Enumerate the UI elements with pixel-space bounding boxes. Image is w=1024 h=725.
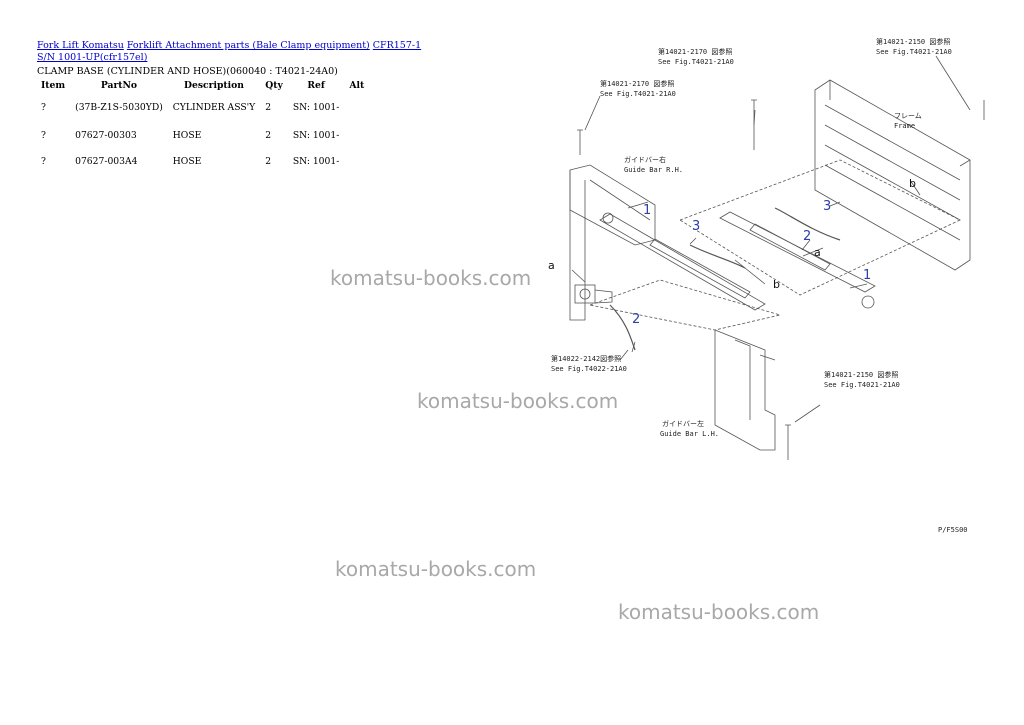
column-header-description: Description xyxy=(184,80,244,91)
cell-partno: 07627-003A4 xyxy=(75,155,138,167)
cell-ref: SN: 1001- xyxy=(292,129,340,141)
table-row: ? 07627-003A4 HOSE 2 SN: 1001- xyxy=(36,148,369,174)
watermark: komatsu-books.com xyxy=(618,600,820,624)
cell-description: HOSE xyxy=(172,129,202,141)
cell-qty: 2 xyxy=(265,102,272,113)
callout-b-left: b xyxy=(773,278,780,291)
cell-qty: 2 xyxy=(265,155,272,167)
page-title: CLAMP BASE (CYLINDER AND HOSE)(060040 : … xyxy=(37,66,338,77)
column-header-partno: PartNo xyxy=(100,80,138,91)
guide-bar-lh-label-en: Guide Bar L.H. xyxy=(660,430,719,438)
callout-2-left: 2 xyxy=(632,312,640,327)
ref-label-2150-en-bottom: See Fig.T4021-21A0 xyxy=(824,381,900,389)
column-header-alt: Alt xyxy=(349,80,365,91)
cell-partno: (37B-Z1S-5030YD) xyxy=(75,102,163,113)
ref-label-2150-en-top: See Fig.T4021-21A0 xyxy=(876,48,952,56)
parts-table: Item PartNo Description Qty Ref Alt ? (3… xyxy=(36,78,369,174)
ref-label-2150-jp-top: 第14021-2150 図参照 xyxy=(876,37,950,46)
breadcrumb-link-fork-lift-komatsu[interactable]: Fork Lift Komatsu xyxy=(37,40,124,51)
guide-bar-lh-label-jp: ガイドバー左 xyxy=(662,419,704,428)
cell-description: CYLINDER ASS'Y xyxy=(172,102,256,113)
column-header-qty: Qty xyxy=(265,80,283,91)
cell-alt xyxy=(344,93,369,122)
frame-label-jp: フレーム xyxy=(894,112,922,120)
exploded-parts-diagram: 1 1 2 2 3 3 a a b b 第14021-2170 図参照 See … xyxy=(548,37,985,534)
column-header-ref: Ref xyxy=(307,80,325,91)
watermark: komatsu-books.com xyxy=(417,389,619,413)
ref-label-2170-jp-top: 第14021-2170 図参照 xyxy=(658,47,732,56)
table-row: ? 07627-00303 HOSE 2 SN: 1001- xyxy=(36,122,369,148)
cell-description: HOSE xyxy=(172,155,202,167)
cell-item: ? xyxy=(41,102,46,113)
callout-a-left: a xyxy=(548,259,555,272)
cell-alt xyxy=(344,148,369,174)
breadcrumb-link-attachment-parts[interactable]: Forklift Attachment parts (Bale Clamp eq… xyxy=(126,40,370,51)
watermark: komatsu-books.com xyxy=(335,557,537,581)
frame-label-en: Frame xyxy=(894,122,915,130)
callout-2-right: 2 xyxy=(803,229,811,244)
ref-label-2142-jp: 第14022-2142図参照 xyxy=(551,354,621,363)
cell-item: ? xyxy=(41,129,46,141)
callout-1-right: 1 xyxy=(863,268,871,283)
cell-item: ? xyxy=(41,155,46,167)
guide-bar-rh-label-en: Guide Bar R.H. xyxy=(624,166,683,174)
table-header-row: Item PartNo Description Qty Ref Alt xyxy=(36,78,369,93)
figure-code: P/F5S00 xyxy=(938,526,968,534)
callout-1-left: 1 xyxy=(643,203,651,218)
cell-qty: 2 xyxy=(265,129,272,141)
column-header-item: Item xyxy=(41,80,66,91)
callout-a-right: a xyxy=(814,246,821,259)
cell-ref: SN: 1001- xyxy=(292,155,340,167)
watermark: komatsu-books.com xyxy=(330,266,532,290)
guide-bar-rh-label-jp: ガイドバー右 xyxy=(624,155,666,164)
breadcrumb-link-model[interactable]: CFR157-1 S/N 1001-UP(cfr157el) xyxy=(37,40,422,63)
callout-3-right: 3 xyxy=(823,199,831,214)
ref-label-2170-jp-left: 第14021-2170 図参照 xyxy=(600,79,674,88)
callout-3-left: 3 xyxy=(692,219,700,234)
ref-label-2170-en-left: See Fig.T4021-21A0 xyxy=(600,90,676,98)
ref-label-2142-en: See Fig.T4022-21A0 xyxy=(551,365,627,373)
ref-label-2150-jp-bottom: 第14021-2150 図参照 xyxy=(824,370,898,379)
cell-partno: 07627-00303 xyxy=(75,129,137,141)
callout-b-right: b xyxy=(909,177,916,190)
cell-alt xyxy=(344,122,369,148)
cell-ref: SN: 1001- xyxy=(292,102,340,113)
ref-label-2170-en-top: See Fig.T4021-21A0 xyxy=(658,58,734,66)
table-row: ? (37B-Z1S-5030YD) CYLINDER ASS'Y 2 SN: … xyxy=(36,93,369,122)
